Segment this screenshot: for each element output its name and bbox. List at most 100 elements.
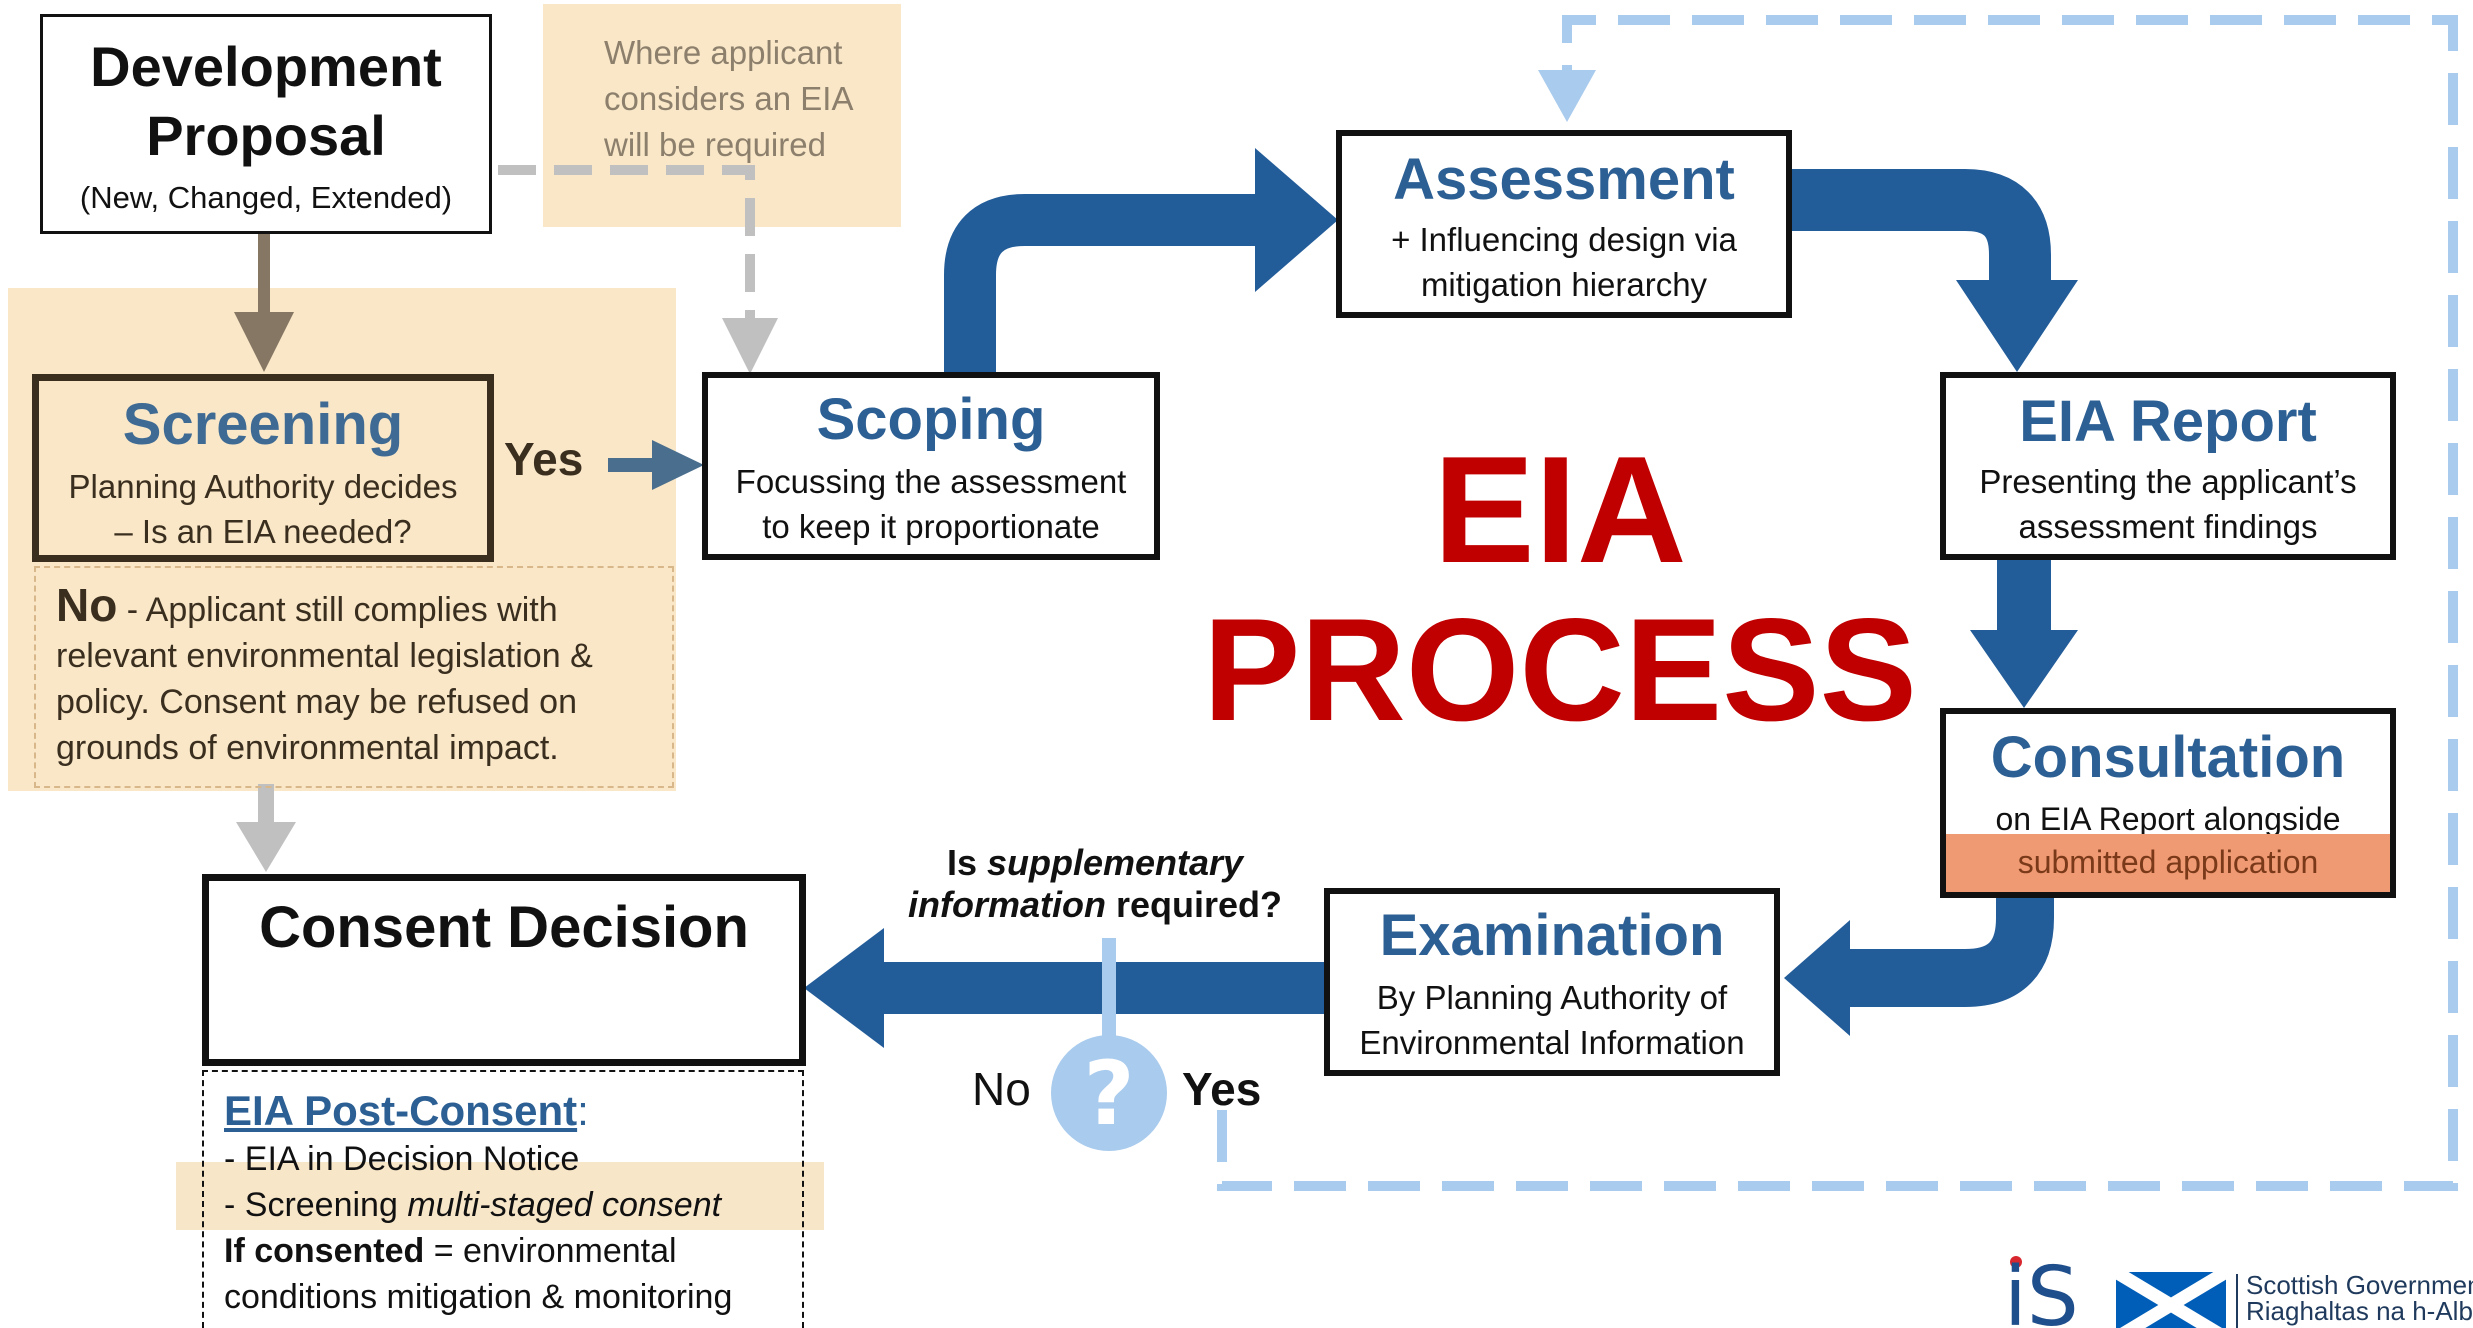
examination-line2: Environmental Information bbox=[1359, 1023, 1745, 1061]
post-consent-highlight bbox=[176, 1162, 824, 1230]
consultation-line1: on EIA Report alongside bbox=[1995, 800, 2341, 837]
proposal-to-screening-shaft bbox=[258, 232, 270, 314]
examination-box: Examination By Planning Authority of Env… bbox=[1324, 888, 1780, 1076]
consultation-title: Consultation bbox=[1990, 725, 2346, 790]
consent-decision-box: Consent Decision bbox=[202, 874, 806, 1066]
post-consent-item1: - EIA in Decision Notice bbox=[224, 1140, 580, 1178]
scoping-line2: to keep it proportionate bbox=[762, 507, 1100, 545]
report-to-consultation-arrowhead bbox=[1970, 630, 2078, 708]
development-proposal-subtitle: (New, Changed, Extended) bbox=[79, 180, 453, 216]
post-consent-heading-line: EIA Post-Consent: bbox=[224, 1086, 802, 1136]
post-consent-line3-rest: = environmental bbox=[424, 1232, 677, 1270]
feedback-loop-arrowhead bbox=[1538, 70, 1596, 122]
saltire-flag-svg bbox=[2116, 1272, 2226, 1328]
post-consent-item2-b: multi-staged consent bbox=[407, 1186, 722, 1224]
yes-label: Yes bbox=[504, 433, 584, 485]
screening-line2: – Is an EIA needed? bbox=[114, 512, 412, 550]
saltire-flag-icon bbox=[2116, 1272, 2226, 1328]
is-logo: iS bbox=[2004, 1252, 2084, 1328]
applicant-note: Where applicant considers an EIA will be… bbox=[604, 30, 900, 168]
question-required: required? bbox=[1105, 884, 1282, 925]
post-consent-colon: : bbox=[577, 1087, 589, 1134]
applicant-note-line1: Where applicant bbox=[604, 34, 843, 71]
eia-process-title-line2: PROCESS bbox=[1203, 588, 1917, 751]
scoping-to-assessment-arrow bbox=[944, 194, 1262, 372]
question-information: information bbox=[907, 884, 1106, 925]
screening-to-consent-shaft bbox=[258, 784, 274, 826]
proposal-to-screening-arrowhead bbox=[234, 312, 294, 372]
post-consent-line4: conditions mitigation & monitoring bbox=[224, 1278, 733, 1316]
applicant-note-line2: considers an EIA bbox=[604, 80, 854, 117]
examination-line1: By Planning Authority of bbox=[1376, 978, 1728, 1016]
no-note-line4: grounds of environmental impact. bbox=[56, 729, 559, 767]
eia-report-title: EIA Report bbox=[2019, 389, 2317, 454]
assessment-line1: + Influencing design via bbox=[1391, 220, 1737, 258]
post-consent-heading[interactable]: EIA Post-Consent bbox=[224, 1087, 578, 1134]
development-proposal-box: Development Proposal (New, Changed, Exte… bbox=[40, 14, 492, 234]
consultation-line2: submitted application bbox=[2017, 844, 2319, 880]
no-note-line3: policy. Consent may be refused on bbox=[56, 683, 577, 721]
yes-arrow-shaft bbox=[608, 458, 656, 472]
screening-box: Screening Planning Authority decides – I… bbox=[32, 374, 494, 562]
no-note-no: No bbox=[56, 579, 118, 631]
feedback-loop-dashed-line bbox=[1217, 15, 2458, 1191]
assessment-title: Assessment bbox=[1393, 147, 1735, 212]
scottish-government-logo: Scottish Government Riaghaltas na h-Alba bbox=[2246, 1272, 2473, 1328]
examination-to-consent-shaft bbox=[870, 962, 1324, 1014]
no-note-line1: No - Applicant still complies with bbox=[56, 582, 672, 633]
supplementary-question-line2: information required? bbox=[860, 884, 1330, 926]
is-logo-dot bbox=[2010, 1256, 2022, 1268]
no-note-line1-rest: - Applicant still complies with bbox=[117, 591, 558, 629]
question-mark-icon: ? bbox=[1083, 1042, 1135, 1145]
post-consent-item2-a: - Screening bbox=[224, 1186, 408, 1224]
examination-title: Examination bbox=[1379, 903, 1725, 968]
scoping-title: Scoping bbox=[816, 387, 1046, 452]
eia-process-title-line1: EIA bbox=[1433, 425, 1687, 595]
eia-report-line1: Presenting the applicant’s bbox=[1979, 462, 2357, 500]
examination-to-consent-arrowhead bbox=[804, 928, 884, 1048]
applicant-dashed-connector bbox=[498, 165, 755, 322]
no-label-bottom: No bbox=[972, 1063, 1031, 1115]
screening-to-consent-arrowhead bbox=[236, 822, 296, 872]
eia-report-box: EIA Report Presenting the applicant’s as… bbox=[1940, 372, 2396, 560]
post-consent-item2: - Screening multi-staged consent bbox=[224, 1182, 802, 1228]
gov-logo-divider bbox=[2236, 1274, 2238, 1328]
development-proposal-title-line2: Proposal bbox=[146, 103, 386, 167]
applicant-note-panel bbox=[543, 4, 901, 227]
development-proposal-title-line1: Development bbox=[90, 35, 442, 98]
consultation-highlight bbox=[1946, 834, 2390, 892]
question-connector bbox=[1102, 938, 1116, 1036]
no-note-line2: relevant environmental legislation & bbox=[56, 637, 593, 675]
question-is: Is bbox=[946, 842, 987, 883]
consultation-to-examination-arrow bbox=[1845, 896, 2054, 1007]
assessment-to-report-arrowhead bbox=[1956, 280, 2078, 372]
post-consent-if-consented: If consented bbox=[224, 1232, 425, 1270]
screening-line1: Planning Authority decides bbox=[68, 467, 458, 505]
yes-label-bottom: Yes bbox=[1182, 1063, 1262, 1115]
scoping-box: Scoping Focussing the assessment to keep… bbox=[702, 372, 1160, 560]
supplementary-question: Is supplementary information required? bbox=[860, 842, 1330, 926]
assessment-to-report-arrow bbox=[1792, 169, 2051, 285]
gov-logo-line1: Scottish Government bbox=[2246, 1272, 2473, 1300]
eia-report-line2: assessment findings bbox=[2018, 507, 2318, 545]
supplementary-question-line1: Is supplementary bbox=[860, 842, 1330, 884]
applicant-note-line3: will be required bbox=[604, 126, 826, 163]
consultation-to-examination-arrowhead bbox=[1784, 920, 1850, 1036]
assessment-line2: mitigation hierarchy bbox=[1420, 265, 1708, 303]
eia-process-title: EIA PROCESS bbox=[1150, 430, 1970, 750]
post-consent-line3: If consented = environmental bbox=[224, 1228, 802, 1274]
gov-logo-line2: Riaghaltas na h-Alba bbox=[2246, 1296, 2473, 1326]
no-note: No - Applicant still complies with relev… bbox=[34, 566, 674, 788]
applicant-dashed-arrowhead bbox=[722, 318, 778, 374]
assessment-box: Assessment + Influencing design via miti… bbox=[1336, 130, 1792, 318]
yes-arrow-arrowhead bbox=[652, 440, 704, 490]
scoping-to-assessment-arrowhead bbox=[1255, 148, 1338, 292]
scoping-line1: Focussing the assessment bbox=[735, 462, 1127, 500]
consultation-box: Consultation on EIA Report alongside sub… bbox=[1940, 708, 2396, 898]
consent-decision-title: Consent Decision bbox=[259, 895, 749, 960]
question-supplementary: supplementary bbox=[986, 842, 1244, 883]
post-consent-box: EIA Post-Consent: - EIA in Decision Noti… bbox=[202, 1070, 804, 1328]
is-logo-text: iS bbox=[2004, 1252, 2079, 1328]
question-circle bbox=[1051, 1035, 1167, 1151]
